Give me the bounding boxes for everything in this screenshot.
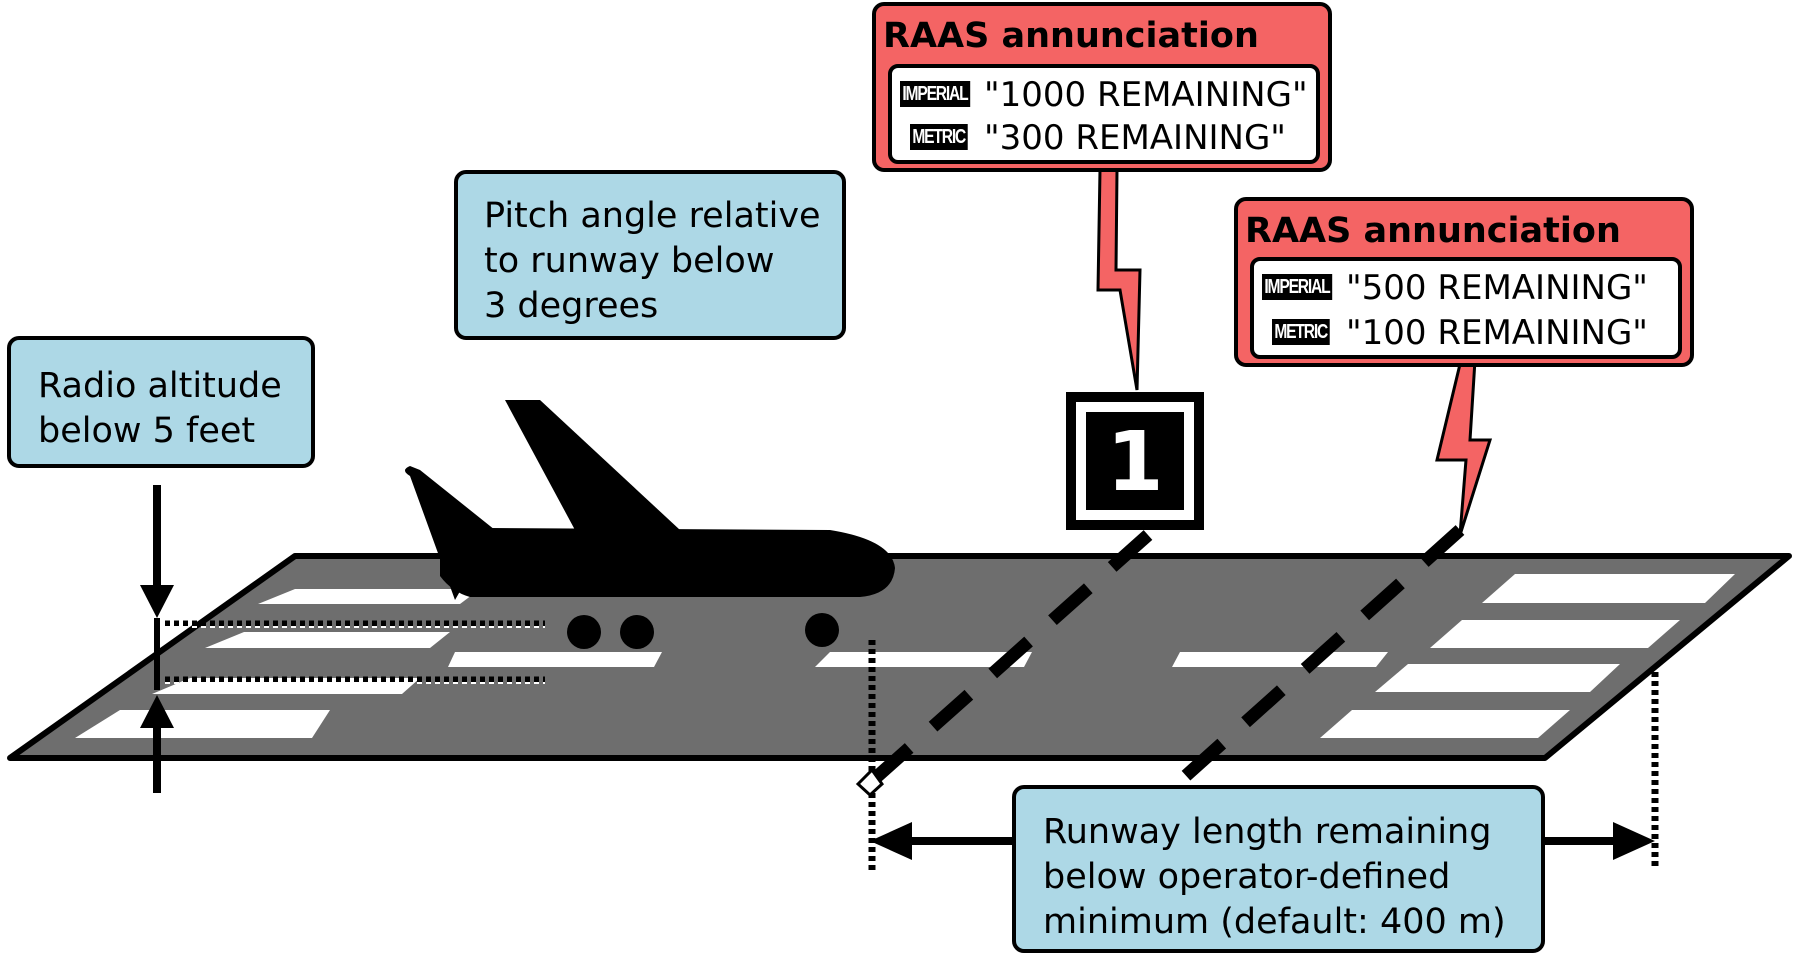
radio-altitude-line-2: below 5 feet xyxy=(38,411,256,451)
radio-altitude-indicator xyxy=(140,485,174,793)
metric-tag: METRIC xyxy=(1272,319,1330,345)
runway-remaining-line-2: below operator-defined xyxy=(1043,857,1451,897)
raas-title: RAAS annunciation xyxy=(883,16,1259,56)
remaining-length-arrows xyxy=(870,822,1655,860)
metric-callout: "100 REMAINING" xyxy=(1346,313,1648,353)
distance-marker-lines xyxy=(857,525,1465,795)
metric-tag: METRIC xyxy=(910,124,968,150)
metric-callout: "300 REMAINING" xyxy=(984,118,1286,158)
threshold-markings-right xyxy=(1320,574,1735,738)
imperial-tag: IMPERIAL xyxy=(1262,274,1332,300)
metric-row: METRIC "300 REMAINING" xyxy=(892,118,1322,158)
pitch-angle-line-1: Pitch angle relative xyxy=(484,196,821,236)
runway-remaining-box: Runway length remaining below operator-d… xyxy=(1012,785,1545,953)
imperial-row: IMPERIAL "500 REMAINING" xyxy=(1254,268,1684,308)
imperial-callout: "1000 REMAINING" xyxy=(984,75,1308,115)
imperial-row: IMPERIAL "1000 REMAINING" xyxy=(892,75,1322,115)
raas-title: RAAS annunciation xyxy=(1245,211,1621,251)
runway-remaining-line-1: Runway length remaining xyxy=(1043,812,1492,852)
runway-distance-sign: 1 xyxy=(1066,392,1204,530)
runway-sign-number: 1 xyxy=(1106,415,1163,510)
radio-altitude-box: Radio altitude below 5 feet xyxy=(7,336,315,468)
radio-altitude-line-1: Radio altitude xyxy=(38,366,282,406)
raas-annunciation-box-1000: RAAS annunciation IMPERIAL "1000 REMAINI… xyxy=(872,2,1332,172)
runway-remaining-line-3: minimum (default: 400 m) xyxy=(1043,902,1506,942)
pitch-angle-line-3: 3 degrees xyxy=(484,286,659,326)
remaining-length-bounds xyxy=(855,640,1659,870)
raas-annunciation-box-500: RAAS annunciation IMPERIAL "500 REMAININ… xyxy=(1234,197,1694,367)
pitch-angle-box: Pitch angle relative to runway below 3 d… xyxy=(454,170,846,340)
centerline-markings xyxy=(448,652,1388,667)
raas-annunciation-messages: IMPERIAL "1000 REMAINING" METRIC "300 RE… xyxy=(888,64,1320,164)
raas-annunciation-messages: IMPERIAL "500 REMAINING" METRIC "100 REM… xyxy=(1250,257,1682,359)
imperial-tag: IMPERIAL xyxy=(900,81,970,107)
pitch-angle-line-2: to runway below xyxy=(484,241,775,281)
imperial-callout: "500 REMAINING" xyxy=(1346,268,1648,308)
airplane-silhouette-icon xyxy=(405,400,895,649)
lightning-bolt-icon xyxy=(1096,168,1493,536)
radio-altitude-reference-lines xyxy=(165,620,545,684)
metric-row: METRIC "100 REMAINING" xyxy=(1254,313,1684,353)
